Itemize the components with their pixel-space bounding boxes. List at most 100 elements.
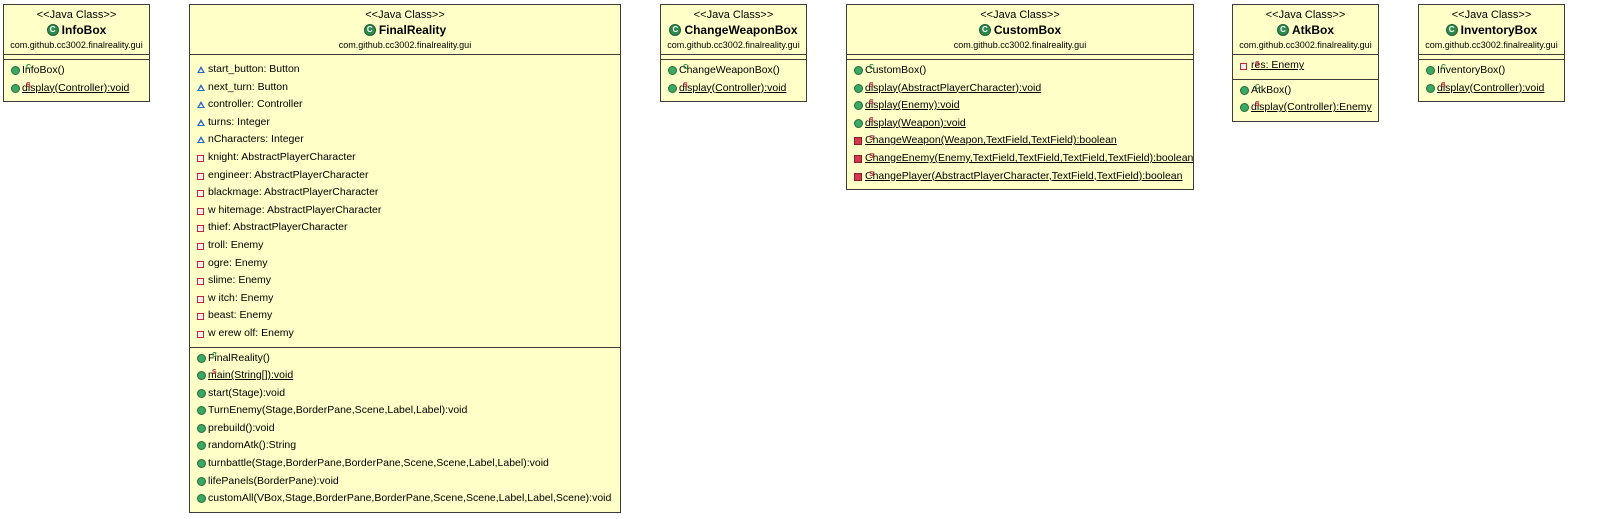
method-row[interactable]: turnbattle(Stage,BorderPane,BorderPane,S… xyxy=(190,455,620,473)
public-visibility-icon xyxy=(197,423,206,433)
method-text: main(String[]):void xyxy=(208,369,294,382)
constructor-modifier-icon: C xyxy=(869,64,875,71)
class-header: <<Java Class>> C InfoBox com.github.cc30… xyxy=(4,5,149,54)
method-row[interactable]: TurnEnemy(Stage,BorderPane,Scene,Label,L… xyxy=(190,402,620,420)
fields-section xyxy=(1419,54,1564,59)
static-modifier-icon: S xyxy=(1255,61,1260,68)
field-row[interactable]: blackmage: AbstractPlayerCharacter xyxy=(190,184,620,202)
private-method-icon: S xyxy=(854,153,874,163)
field-row[interactable]: nCharacters: Integer xyxy=(190,131,620,149)
field-row[interactable]: start_button: Button xyxy=(190,61,620,79)
method-row[interactable]: randomAtk():String xyxy=(190,437,620,455)
method-text: display(Controller):void xyxy=(1437,81,1545,94)
class-inventorybox[interactable]: <<Java Class>> C InventoryBox com.github… xyxy=(1418,4,1565,103)
static-modifier-icon: S xyxy=(869,81,874,89)
package-visibility-icon xyxy=(197,136,205,144)
package-label: com.github.cc3002.finalreality.gui xyxy=(953,40,1087,50)
class-changeweaponbox[interactable]: <<Java Class>> C ChangeWeaponBox com.git… xyxy=(660,4,807,103)
method-row[interactable]: start(Stage):void xyxy=(190,385,620,403)
class-icon: C xyxy=(669,24,682,36)
class-finalreality[interactable]: <<Java Class>> C FinalReality com.github… xyxy=(189,4,621,513)
package-visibility-icon xyxy=(197,66,205,73)
class-name: InventoryBox xyxy=(1460,23,1538,37)
field-row[interactable]: engineer: AbstractPlayerCharacter xyxy=(190,167,620,185)
field-row[interactable]: troll: Enemy xyxy=(190,237,620,255)
field-text: engineer: AbstractPlayerCharacter xyxy=(208,168,369,181)
public-visibility-icon: C xyxy=(1240,84,1260,95)
field-row[interactable]: w erew olf: Enemy xyxy=(190,325,620,343)
stereotype-label: <<Java Class>> xyxy=(980,9,1060,21)
stereotype-label: <<Java Class>> xyxy=(693,9,774,21)
package-label: com.github.cc3002.finalreality.gui xyxy=(1425,40,1558,50)
field-text: slime: Enemy xyxy=(208,274,272,287)
field-row[interactable]: controller: Controller xyxy=(190,96,620,114)
public-visibility-icon xyxy=(197,388,206,398)
public-visibility-icon: S xyxy=(854,117,874,128)
field-row[interactable]: w hitemage: AbstractPlayerCharacter xyxy=(190,202,620,220)
static-modifier-icon: S xyxy=(1255,101,1260,109)
static-modifier-icon: S xyxy=(212,369,217,377)
field-row[interactable]: slime: Enemy xyxy=(190,272,620,290)
private-visibility-icon xyxy=(197,207,204,215)
field-text: thief: AbstractPlayerCharacter xyxy=(208,221,348,234)
class-atkbox[interactable]: <<Java Class>> C AtkBox com.github.cc300… xyxy=(1232,4,1379,122)
static-modifier-icon: S xyxy=(1441,81,1446,89)
public-visibility-icon: S xyxy=(197,369,217,381)
class-name: CustomBox xyxy=(993,23,1062,37)
stereotype-label: <<Java Class>> xyxy=(365,9,445,21)
field-row[interactable]: beast: Enemy xyxy=(190,307,620,325)
field-row[interactable]: ogre: Enemy xyxy=(190,255,620,273)
field-row[interactable]: thief: AbstractPlayerCharacter xyxy=(190,219,620,237)
package-visibility-icon xyxy=(197,83,205,91)
method-text: ChangeWeaponBox() xyxy=(679,64,780,76)
method-row[interactable]: lifePanels(BorderPane):void xyxy=(190,473,620,491)
field-row[interactable]: knight: AbstractPlayerCharacter xyxy=(190,149,620,167)
private-visibility-icon xyxy=(197,295,204,303)
field-row[interactable]: w itch: Enemy xyxy=(190,290,620,308)
field-row[interactable]: next_turn: Button xyxy=(190,79,620,97)
field-text: troll: Enemy xyxy=(208,238,264,251)
method-row[interactable]: customAll(VBox,Stage,BorderPane,BorderPa… xyxy=(190,490,620,508)
class-infobox[interactable]: <<Java Class>> C InfoBox com.github.cc30… xyxy=(3,4,150,103)
constructor-modifier-icon: C xyxy=(1255,83,1261,91)
field-row[interactable]: turns: Integer xyxy=(190,114,620,132)
public-visibility-icon: S xyxy=(854,82,874,93)
class-header: <<Java Class>> C CustomBox com.github.cc… xyxy=(847,5,1193,54)
field-text: turns: Integer xyxy=(208,115,270,128)
class-custombox[interactable]: <<Java Class>> C CustomBox com.github.cc… xyxy=(846,4,1194,191)
private-visibility-icon xyxy=(197,225,204,233)
static-modifier-icon: S xyxy=(869,99,874,107)
fields-section xyxy=(4,54,149,59)
field-text: blackmage: AbstractPlayerCharacter xyxy=(208,186,379,199)
stereotype-label: <<Java Class>> xyxy=(1451,9,1532,21)
private-visibility-icon xyxy=(197,154,204,162)
method-row[interactable]: prebuild():void xyxy=(190,420,620,438)
public-visibility-icon xyxy=(197,406,206,416)
field-text: knight: AbstractPlayerCharacter xyxy=(208,150,356,163)
class-name: FinalReality xyxy=(378,23,447,37)
public-visibility-icon xyxy=(197,476,206,486)
method-text: display(AbstractPlayerCharacter):void xyxy=(865,81,1042,94)
public-visibility-icon: C xyxy=(1426,64,1446,75)
field-text: res: Enemy xyxy=(1251,59,1305,71)
class-header: <<Java Class>> C AtkBox com.github.cc300… xyxy=(1233,5,1378,54)
